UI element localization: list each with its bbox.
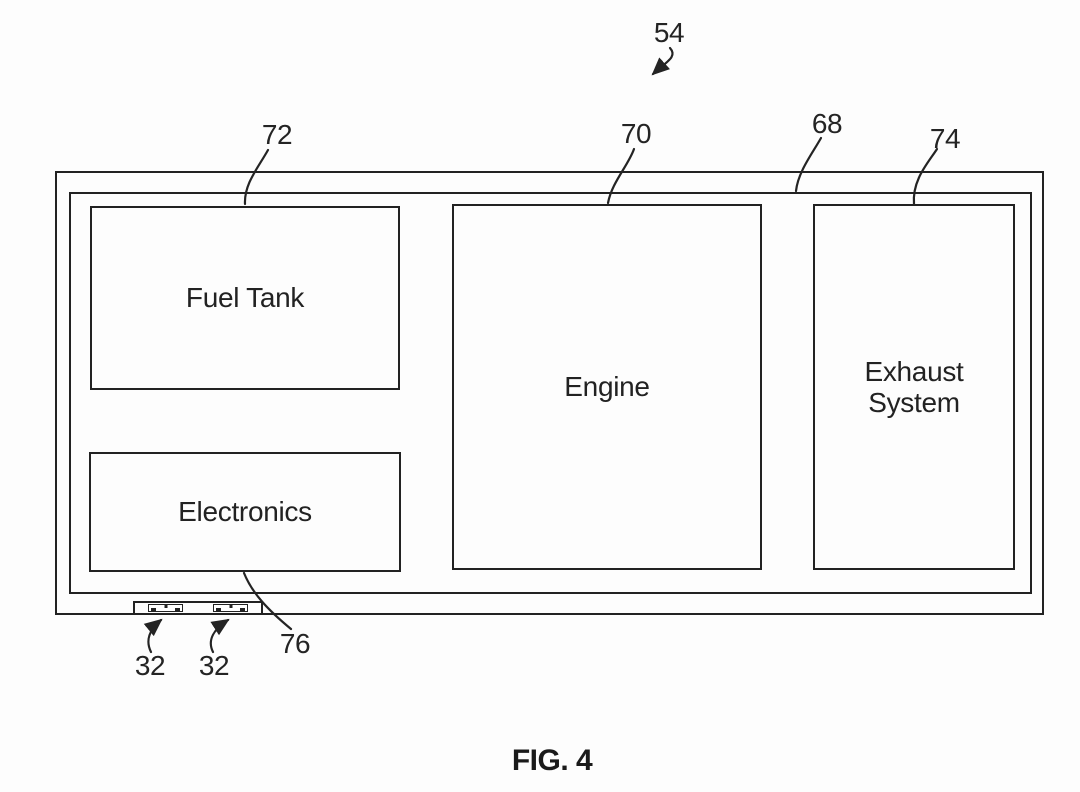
ref-74-label: 74	[929, 123, 961, 154]
figure-caption: FIG. 4	[511, 744, 593, 777]
port-dot-icon	[164, 605, 167, 608]
ref-32-left-label: 32	[134, 650, 166, 681]
engine-box: Engine	[452, 204, 762, 570]
ref-68-label: 68	[811, 108, 843, 139]
ref-70-label: 70	[620, 118, 652, 149]
ref-32-right-label: 32	[198, 650, 230, 681]
electronics-label: Electronics	[178, 496, 312, 528]
port-connector-left	[148, 604, 183, 612]
arrow-32-right	[209, 618, 230, 654]
ref-76-label: 76	[279, 628, 311, 659]
port-tick-icon	[216, 608, 221, 611]
port-tick-icon	[240, 608, 245, 611]
arrow-32-left	[143, 618, 163, 654]
exhaust-system-label: Exhaust System	[864, 355, 964, 418]
port-tick-icon	[151, 608, 156, 611]
port-connector-right	[213, 604, 248, 612]
ref-54-label: 54	[653, 17, 685, 48]
exhaust-system-box: Exhaust System	[813, 204, 1015, 570]
engine-label: Engine	[564, 371, 650, 403]
electronics-box: Electronics	[89, 452, 401, 572]
port-strip	[133, 601, 263, 615]
assembly-arrow-54	[651, 46, 674, 76]
port-tick-icon	[175, 608, 180, 611]
ref-72-label: 72	[261, 119, 293, 150]
fuel-tank-box: Fuel Tank	[90, 206, 400, 390]
fuel-tank-label: Fuel Tank	[185, 282, 305, 314]
port-dot-icon	[229, 605, 232, 608]
